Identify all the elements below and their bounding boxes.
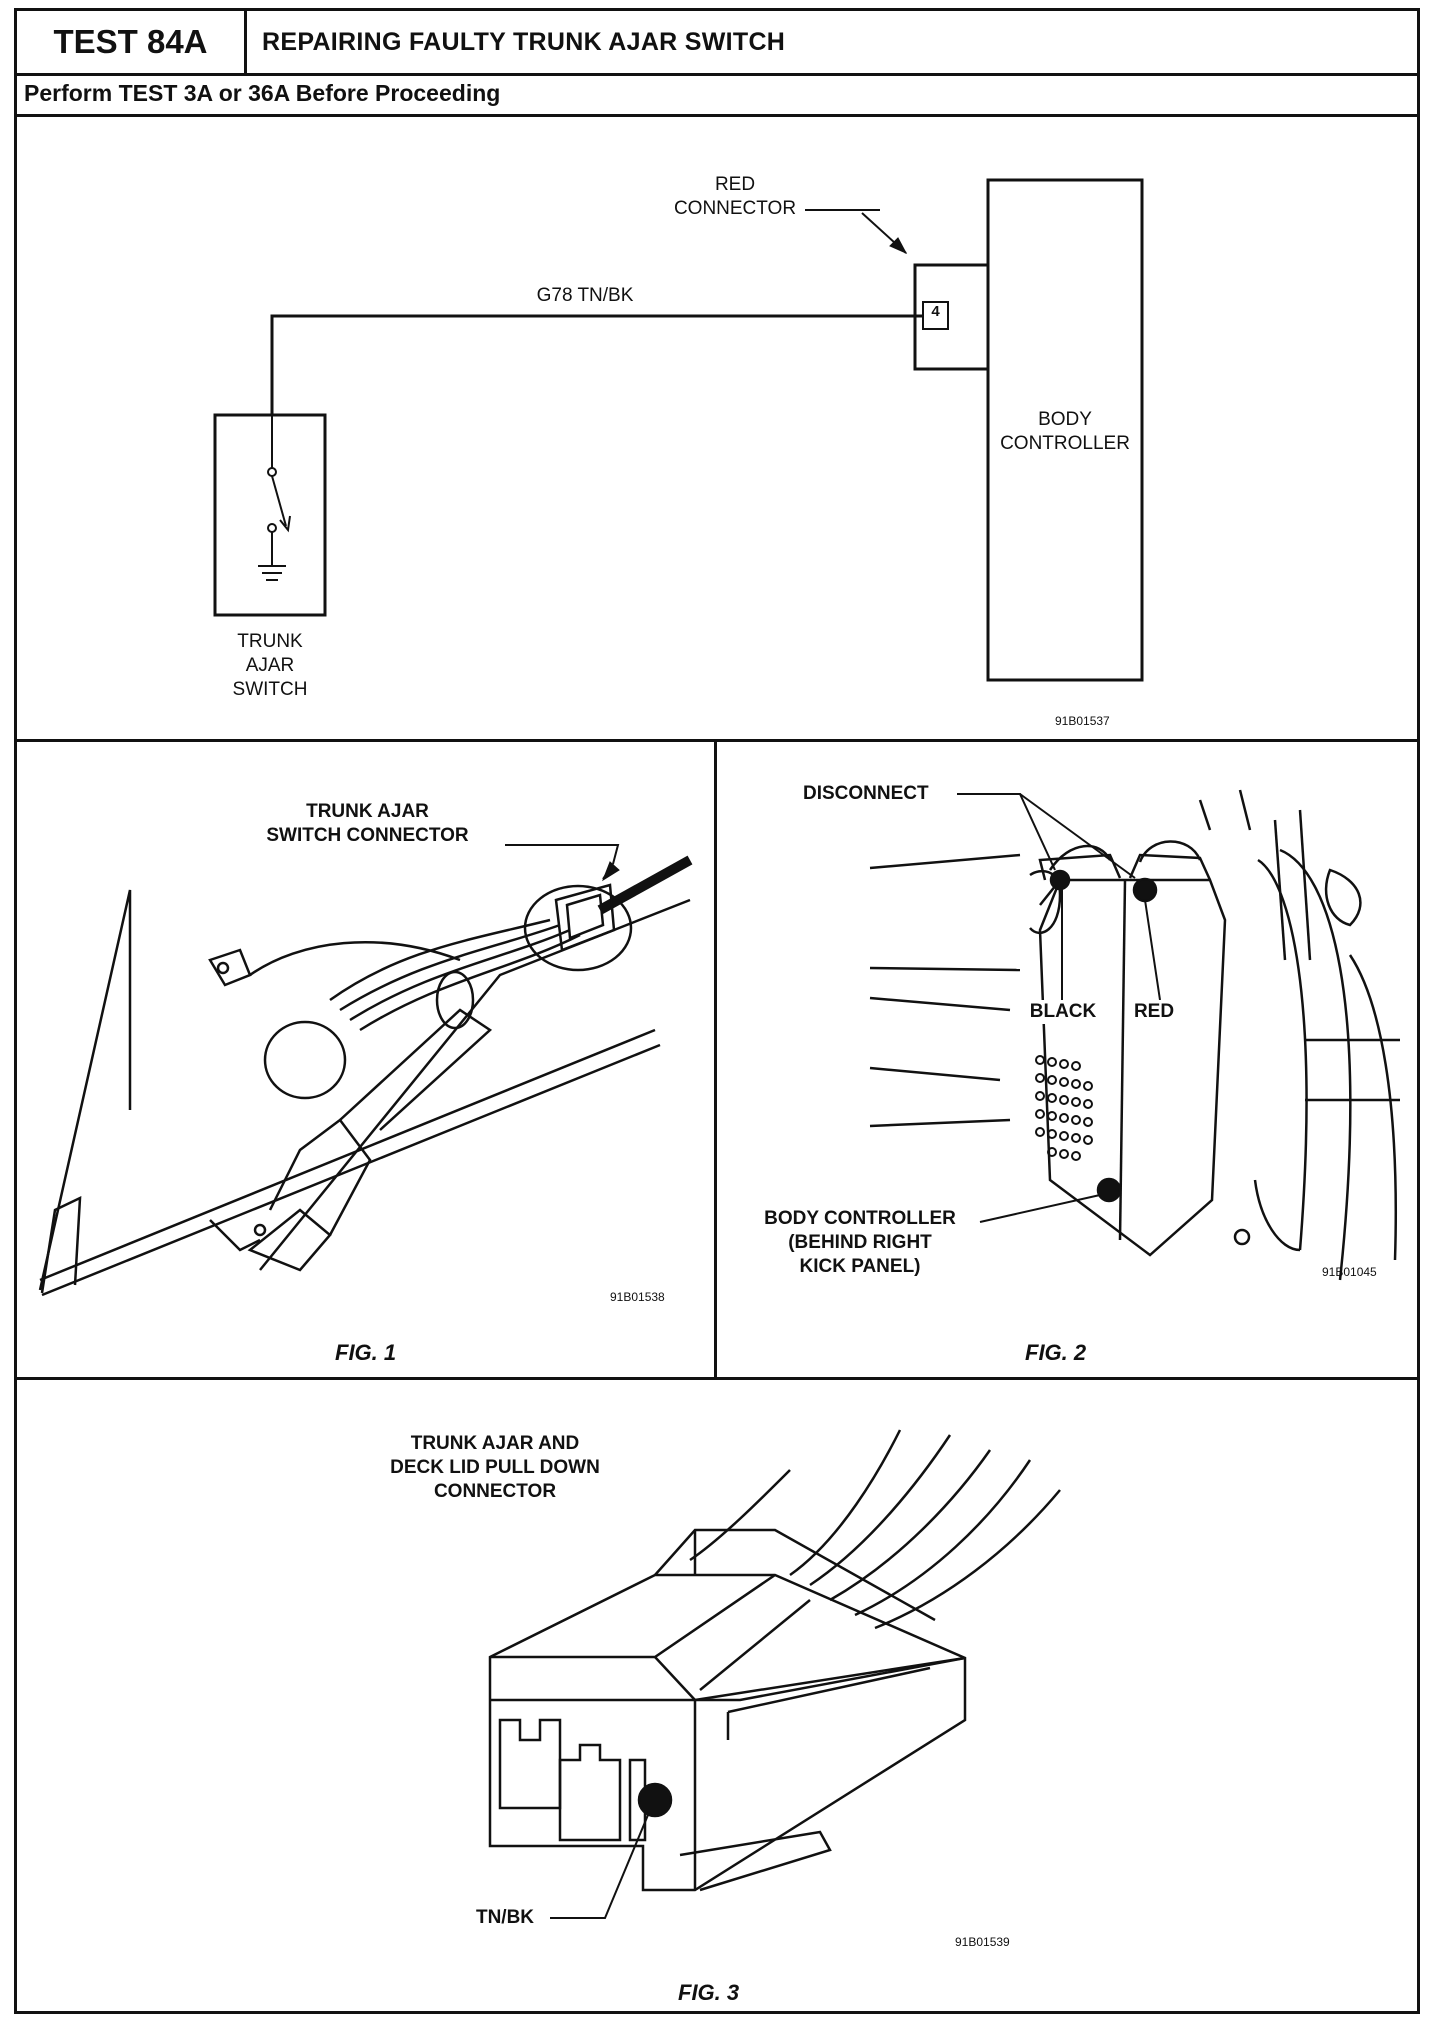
prerequisite-note: Perform TEST 3A or 36A Before Proceeding <box>24 80 501 106</box>
cavity-2 <box>558 1743 622 1842</box>
red-label: RED <box>1126 1000 1182 1024</box>
tn-bk-terminal <box>637 1782 673 1818</box>
fig3-wire-label: TN/BK <box>475 1907 535 1928</box>
fig2-caption: FIG. 2 <box>1025 1340 1087 1365</box>
red-connector-label: RED CONNECTOR <box>673 174 797 219</box>
page-frame <box>14 8 1420 2014</box>
switch-blade <box>271 475 287 527</box>
fig1-fig2-divider <box>714 739 717 1379</box>
switch-contact-top <box>267 467 277 477</box>
fig1-illustration <box>38 844 693 1297</box>
switch-contact-bottom <box>267 523 277 533</box>
fig3-caption: FIG. 3 <box>678 1980 740 2005</box>
schematic-figure-code: 91B01537 <box>1055 714 1110 728</box>
header-divider <box>14 73 1420 76</box>
body-controller-housing <box>1038 878 1227 1257</box>
connector-outline <box>488 1573 967 1892</box>
body-controller-box <box>986 178 1144 682</box>
trunk-switch-label: TRUNK AJAR SWITCH <box>232 631 308 700</box>
schematic-divider <box>14 739 1420 742</box>
page-title: REPAIRING FAULTY TRUNK AJAR SWITCH <box>262 27 786 56</box>
fig1-connector-label: TRUNK AJAR SWITCH CONNECTOR <box>266 801 469 846</box>
disconnect-label: DISCONNECT <box>803 783 929 804</box>
wire-label: G78 TN/BK <box>536 285 634 306</box>
schematic-diagram <box>213 178 1144 682</box>
connector-highlight-circle <box>523 884 633 972</box>
fig3-figure-code: 91B01539 <box>955 1935 1010 1949</box>
fig1-caption: FIG. 1 <box>335 1340 397 1365</box>
fig1-figure-code: 91B01538 <box>610 1290 665 1304</box>
wire-g78 <box>270 314 923 415</box>
fig3-illustration <box>488 1429 1061 1919</box>
cavity-1 <box>498 1718 562 1810</box>
test-id: TEST 84A <box>17 11 247 73</box>
figures-divider <box>14 1377 1420 1380</box>
fig2-illustration <box>869 789 1400 1281</box>
black-connector-dot <box>1049 869 1071 891</box>
fig1-leader <box>505 844 620 865</box>
black-label: BLACK <box>1023 1000 1103 1024</box>
fig3-connector-label: TRUNK AJAR AND DECK LID PULL DOWN CONNEC… <box>390 1433 600 1502</box>
red-connector-dot <box>1132 877 1158 903</box>
trunk-switch-box <box>213 413 327 617</box>
body-controller-location-label: BODY CONTROLLER (BEHIND RIGHT KICK PANEL… <box>764 1208 956 1277</box>
pin-number: 4 <box>931 303 940 320</box>
fig3-leader <box>550 1814 649 1919</box>
body-controller-label: BODY CONTROLLER <box>1000 409 1130 454</box>
prereq-divider <box>14 114 1420 117</box>
fig2-figure-code: 91B01045 <box>1322 1265 1377 1279</box>
controller-dot <box>1096 1177 1122 1203</box>
